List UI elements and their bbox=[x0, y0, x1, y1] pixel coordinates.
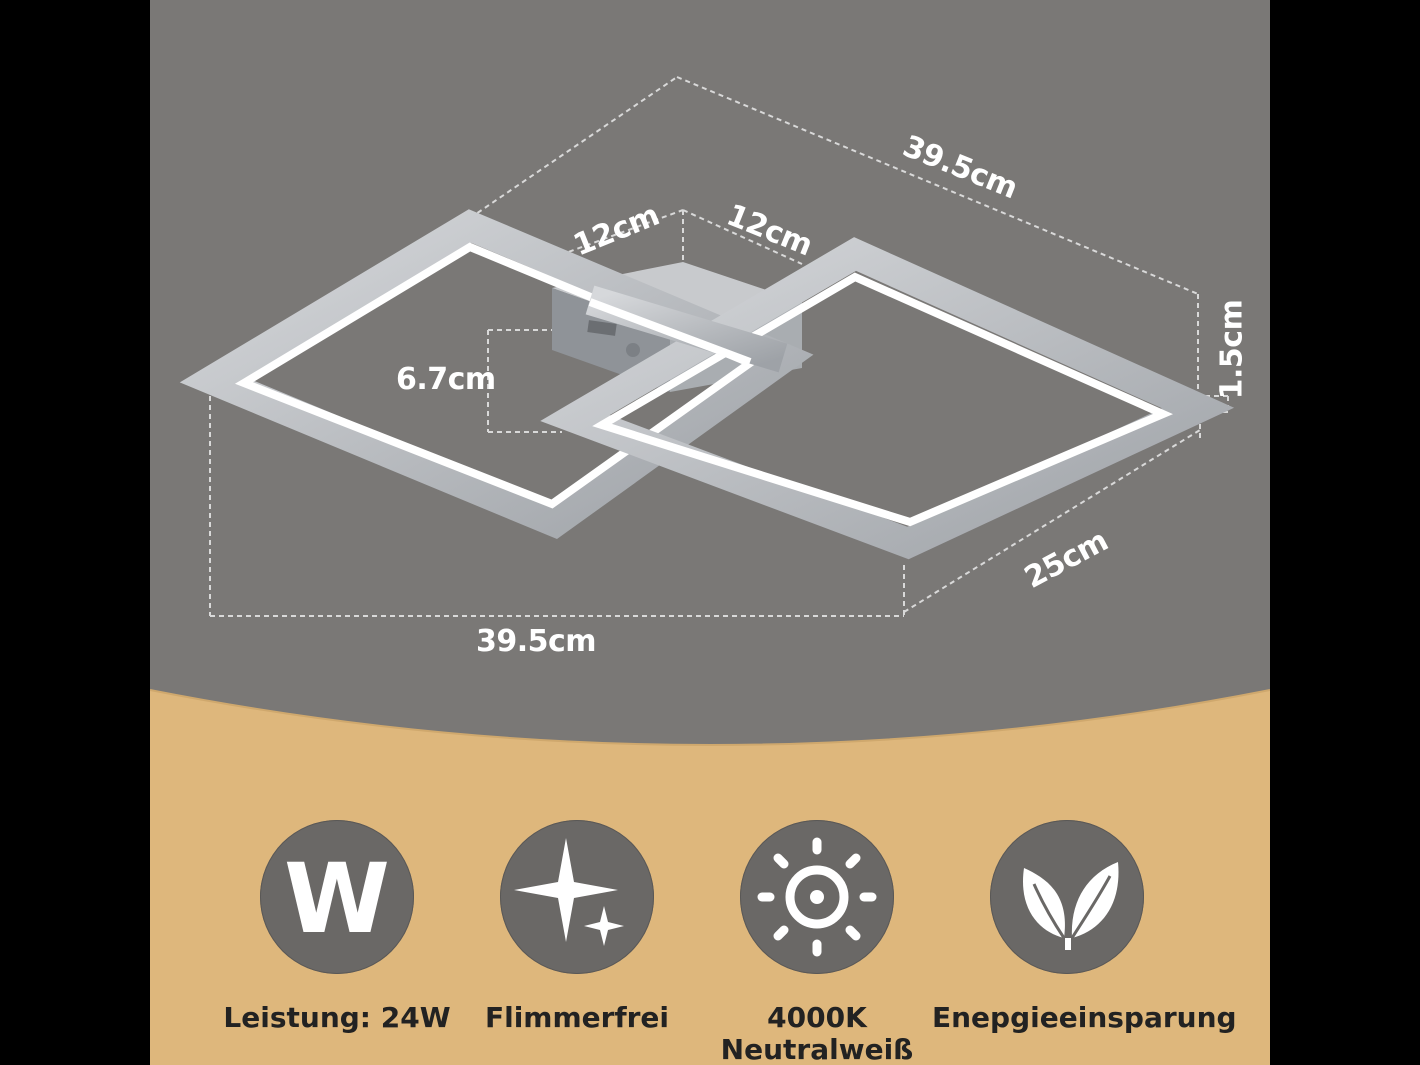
dimension-base-height: 6.7cm bbox=[396, 362, 496, 397]
feature-power: W Leistung: 24W bbox=[202, 820, 472, 1034]
dimension-height: 1.5cm bbox=[1214, 299, 1250, 400]
feature-label: Leistung: 24W bbox=[223, 1001, 451, 1034]
feature-label: Enepgieeinsparung bbox=[932, 1001, 1237, 1034]
feature-energy-saving: Enepgieeinsparung bbox=[932, 820, 1237, 1034]
svg-text:W: W bbox=[284, 843, 390, 955]
product-infographic: 39.5cm 12cm 12cm 6.7cm 1.5cm 25cm 39.5cm… bbox=[150, 0, 1270, 1065]
right-frame bbox=[540, 237, 1235, 560]
dimension-bottom-length: 39.5cm bbox=[476, 624, 597, 659]
leaf-icon bbox=[1023, 862, 1119, 950]
feature-icon-circle bbox=[500, 820, 654, 974]
feature-label: Flimmerfrei bbox=[484, 1001, 670, 1034]
feature-icon-circle bbox=[740, 820, 894, 974]
feature-icon-circle bbox=[990, 820, 1144, 974]
feature-flicker-free: Flimmerfrei bbox=[442, 820, 712, 1034]
feature-label: 4000K Neutralweiß bbox=[720, 1001, 914, 1065]
lower-background bbox=[150, 690, 1270, 1065]
w-letter-icon: W bbox=[284, 843, 390, 955]
feature-icon-circle: W bbox=[260, 820, 414, 974]
feature-color-temperature: 4000K Neutralweiß bbox=[682, 820, 952, 1065]
sparkle-icon bbox=[514, 838, 624, 946]
sun-icon bbox=[757, 837, 877, 957]
